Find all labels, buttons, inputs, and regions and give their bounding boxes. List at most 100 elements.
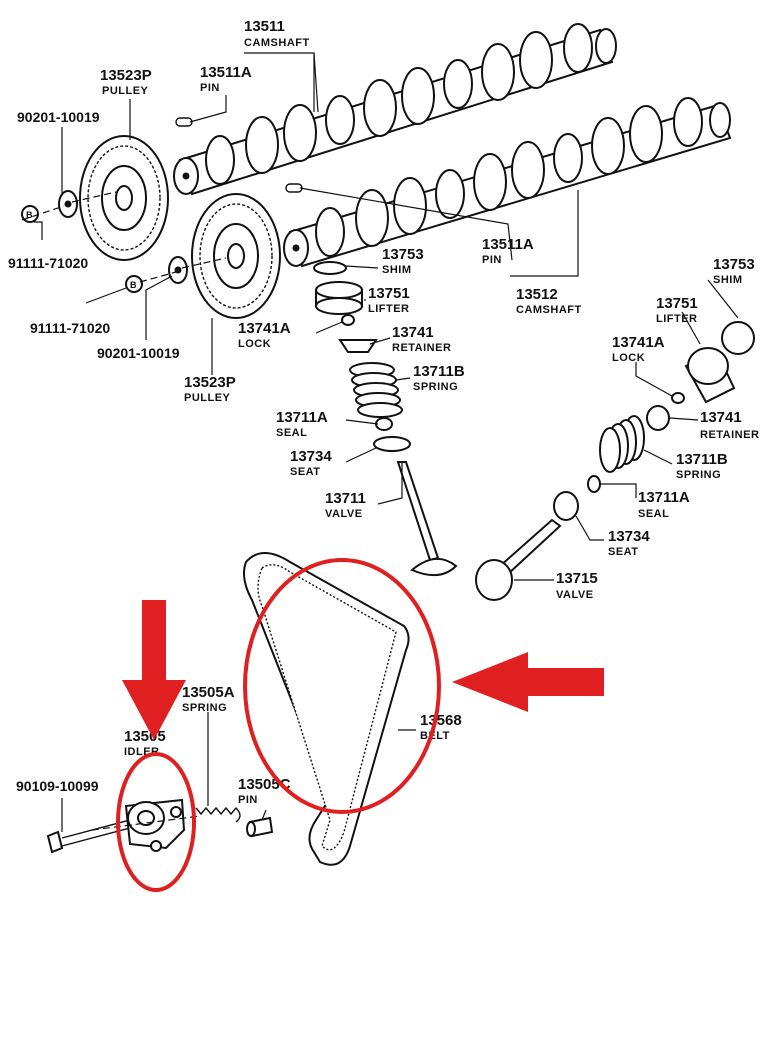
callout-name: CAMSHAFT — [244, 37, 310, 49]
callout-seat-13734-center: 13734 SEAT — [290, 448, 332, 478]
callout-number: 13523P — [184, 374, 236, 391]
callout-name: SPRING — [182, 702, 227, 714]
pulley-lower — [191, 193, 281, 319]
callout-valve-13711: 13711 VALVE — [325, 490, 366, 520]
bolt-upper: B — [21, 205, 39, 223]
callout-name: SHIM — [713, 274, 743, 286]
callout-number: 13511A — [482, 236, 534, 253]
seat-center — [373, 436, 411, 452]
callout-washer-90201-mid: 90201-10019 — [97, 345, 180, 361]
idler-pin — [246, 816, 274, 838]
down-arrow-over-idler — [122, 600, 186, 740]
callout-number: 13711A — [276, 409, 328, 426]
callout-pin-13511a-top: 13511A PIN — [200, 64, 252, 94]
camshaft-pin-lower — [285, 183, 303, 193]
callout-number: 91111-71020 — [8, 255, 88, 271]
callout-shim-13753-right: 13753 SHIM — [713, 256, 755, 286]
callout-pulley-13523p-top: 13523P PULLEY — [100, 67, 152, 97]
callout-name: VALVE — [556, 589, 594, 601]
valve-right — [475, 518, 562, 601]
callout-spring-13711b-right: 13711B SPRING — [676, 451, 728, 481]
callout-number: 13711B — [413, 363, 465, 380]
lock-right — [671, 392, 685, 404]
callout-name: VALVE — [325, 508, 363, 520]
callout-name: PIN — [200, 82, 220, 94]
callout-number: 13751 — [656, 295, 698, 312]
callout-lifter-13751-right: 13751 LIFTER — [656, 295, 698, 325]
callout-number: 13511 — [244, 18, 285, 35]
callout-lock-13741a-center: 13741A LOCK — [238, 320, 291, 350]
shim-center — [313, 261, 347, 275]
callout-number: 13711A — [638, 489, 690, 506]
red-annotations — [116, 558, 604, 892]
callout-number: 13511A — [200, 64, 252, 81]
spring-right — [599, 415, 645, 473]
valve-center — [396, 461, 458, 577]
callout-name: PIN — [482, 254, 502, 266]
idler-highlight-circle — [116, 752, 196, 892]
camshaft-lower-lobes — [315, 97, 731, 257]
callout-name: SEAT — [608, 546, 639, 558]
callout-name: PIN — [238, 794, 258, 806]
callout-number: 13741A — [612, 334, 665, 351]
callout-valve-13715: 13715 VALVE — [556, 570, 598, 601]
seal-center — [375, 417, 393, 431]
callout-number: 13753 — [382, 246, 424, 263]
callout-number: 13711B — [676, 451, 728, 468]
spring-center — [349, 362, 403, 418]
callout-number: 13734 — [608, 528, 650, 545]
callout-number: 13568 — [420, 712, 462, 729]
bolt-middle: B — [125, 275, 143, 293]
callout-retainer-13741-center: 13741 RETAINER — [392, 324, 451, 354]
callout-name: CAMSHAFT — [516, 304, 582, 316]
timing-belt — [243, 552, 410, 866]
camshaft-upper-lobes — [205, 23, 617, 185]
callout-seal-13711a-center: 13711A SEAL — [276, 409, 328, 439]
callout-number: 13751 — [368, 285, 410, 302]
idler-spring — [195, 806, 241, 823]
callout-name: IDLER — [124, 746, 160, 758]
callout-camshaft-13512: 13512 CAMSHAFT — [516, 286, 582, 316]
callout-number: 13734 — [290, 448, 332, 465]
callout-bolt-90109: 90109-10099 — [16, 778, 99, 794]
callout-spring-13505a: 13505A SPRING — [182, 684, 235, 714]
callout-shim-13753-center: 13753 SHIM — [382, 246, 424, 276]
lifter-center — [315, 281, 363, 315]
callout-bolt-91111-top: 91111-71020 — [8, 255, 88, 271]
callout-name: LIFTER — [368, 303, 410, 315]
callout-number: 13753 — [713, 256, 755, 273]
callout-number: 13741A — [238, 320, 291, 337]
leader-lines — [34, 52, 739, 832]
callout-pin-13505c: 13505C PIN — [238, 776, 291, 806]
retainer-right — [646, 405, 670, 431]
washer-middle — [168, 256, 188, 284]
callout-name: SHIM — [382, 264, 412, 276]
callout-spring-13711b-center: 13711B SPRING — [413, 363, 465, 393]
camshaft-lower — [283, 97, 732, 268]
callout-number: 13711 — [325, 490, 366, 507]
svg-text:B: B — [130, 280, 137, 290]
callout-camshaft-13511: 13511 CAMSHAFT — [244, 18, 310, 49]
callout-name: PULLEY — [184, 392, 231, 404]
assembly-axes — [21, 191, 227, 831]
retainer-center — [338, 339, 378, 353]
callout-name: LIFTER — [656, 313, 698, 325]
washer-upper — [58, 190, 78, 218]
callout-name: SEAL — [276, 427, 307, 439]
callout-number: 90109-10099 — [16, 778, 99, 794]
callout-name: LOCK — [612, 352, 645, 364]
callout-name: SPRING — [676, 469, 721, 481]
shim-right — [721, 321, 755, 355]
callout-name: SEAL — [638, 508, 669, 520]
callout-number: 91111-71020 — [30, 320, 110, 336]
pulley-upper — [79, 135, 169, 261]
callout-name: RETAINER — [700, 429, 759, 441]
callout-number: 13715 — [556, 570, 598, 587]
lock-center — [341, 314, 355, 326]
callout-number: 13505 — [124, 728, 166, 745]
callout-name: RETAINER — [392, 342, 451, 354]
camshaft-upper — [173, 23, 617, 196]
callout-seat-13734-right: 13734 SEAT — [608, 528, 650, 558]
idler-pulley — [124, 798, 186, 852]
